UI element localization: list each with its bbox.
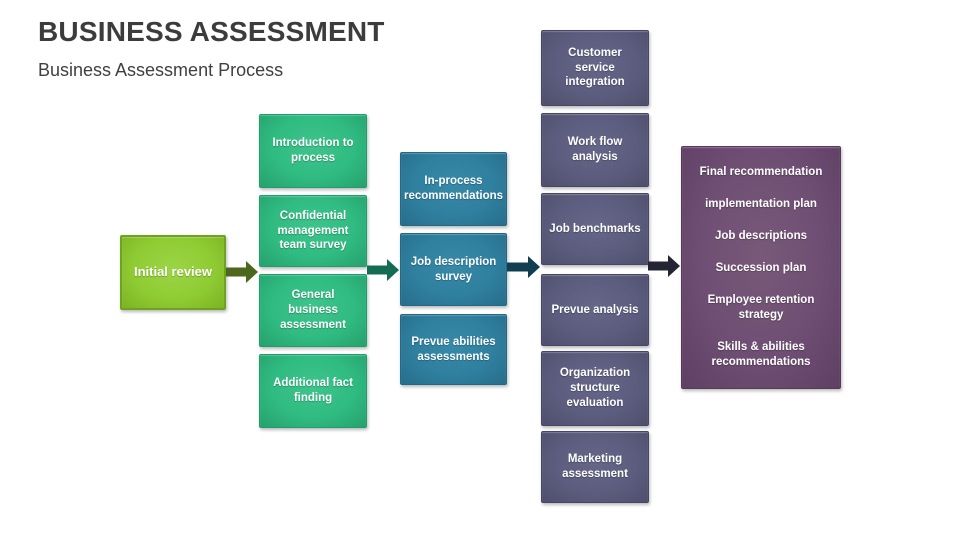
- flow-box-label: In-process recommendations: [403, 175, 504, 202]
- final-item-job-descriptions: Job descriptions: [714, 230, 808, 243]
- flow-box-label: Organization structure evaluation: [559, 367, 631, 409]
- flow-box-label: Confidential management team survey: [277, 209, 349, 252]
- flow-box-label: Prevue analysis: [551, 303, 639, 316]
- flow-box-job-description-survey: Job description survey: [400, 233, 507, 306]
- flow-box-introduction-to-process: Introduction to process: [259, 114, 367, 188]
- flow-box-label: Customer service integration: [565, 46, 625, 89]
- flow-box-additional-fact-finding: Additional fact finding: [259, 354, 367, 428]
- final-item-succession-plan: Succession plan: [715, 262, 807, 275]
- arrow-shape: [226, 261, 258, 283]
- flow-arrow-2: [367, 259, 399, 281]
- arrow-shape: [507, 256, 540, 278]
- flow-box-label: Work flow analysis: [567, 136, 623, 163]
- flow-box-label: Initial review: [133, 264, 213, 280]
- page-title: BUSINESS ASSESSMENT: [38, 16, 385, 47]
- flow-box-final-deliverables: Final recommendation implementation plan…: [681, 146, 841, 389]
- flow-arrow-4: [648, 255, 680, 277]
- flow-box-label: Additional fact finding: [273, 377, 353, 404]
- page-subtitle: Business Assessment Process: [38, 60, 284, 80]
- flow-box-general-business-assessment: General business assessment: [259, 274, 367, 347]
- final-item-final-recommendation: Final recommendation: [699, 166, 823, 179]
- flow-box-prevue-analysis: Prevue analysis: [541, 274, 649, 346]
- flow-box-customer-service-integration: Customer service integration: [541, 30, 649, 106]
- flow-box-work-flow-analysis: Work flow analysis: [541, 113, 649, 187]
- flow-arrow-1: [226, 261, 258, 283]
- flow-box-marketing-assessment: Marketing assessment: [541, 431, 649, 503]
- final-item-skills-abilities-recommendations: Skills & abilities recommendations: [711, 340, 811, 368]
- flow-arrow-3: [507, 256, 540, 278]
- final-item-employee-retention-strategy: Employee retention strategy: [707, 294, 815, 321]
- flow-box-confidential-management-team-survey: Confidential management team survey: [259, 195, 367, 267]
- flow-box-label: Introduction to process: [272, 137, 354, 164]
- flow-box-label: Prevue abilities assessments: [411, 335, 496, 363]
- flow-box-organization-structure-evaluation: Organization structure evaluation: [541, 351, 649, 426]
- flow-box-initial-review: Initial review: [120, 235, 226, 310]
- flow-box-label: General business assessment: [280, 289, 346, 331]
- final-item-implementation-plan: implementation plan: [705, 198, 817, 211]
- flow-box-label: Marketing assessment: [562, 453, 628, 480]
- flow-box-in-process-recommendations: In-process recommendations: [400, 152, 507, 226]
- flow-box-label: Job benchmarks: [549, 222, 641, 235]
- arrow-shape: [367, 259, 399, 281]
- arrow-shape: [648, 255, 680, 277]
- flow-box-job-benchmarks: Job benchmarks: [541, 193, 649, 265]
- flow-box-label: Job description survey: [410, 255, 497, 283]
- flow-box-prevue-abilities-assessments: Prevue abilities assessments: [400, 314, 507, 385]
